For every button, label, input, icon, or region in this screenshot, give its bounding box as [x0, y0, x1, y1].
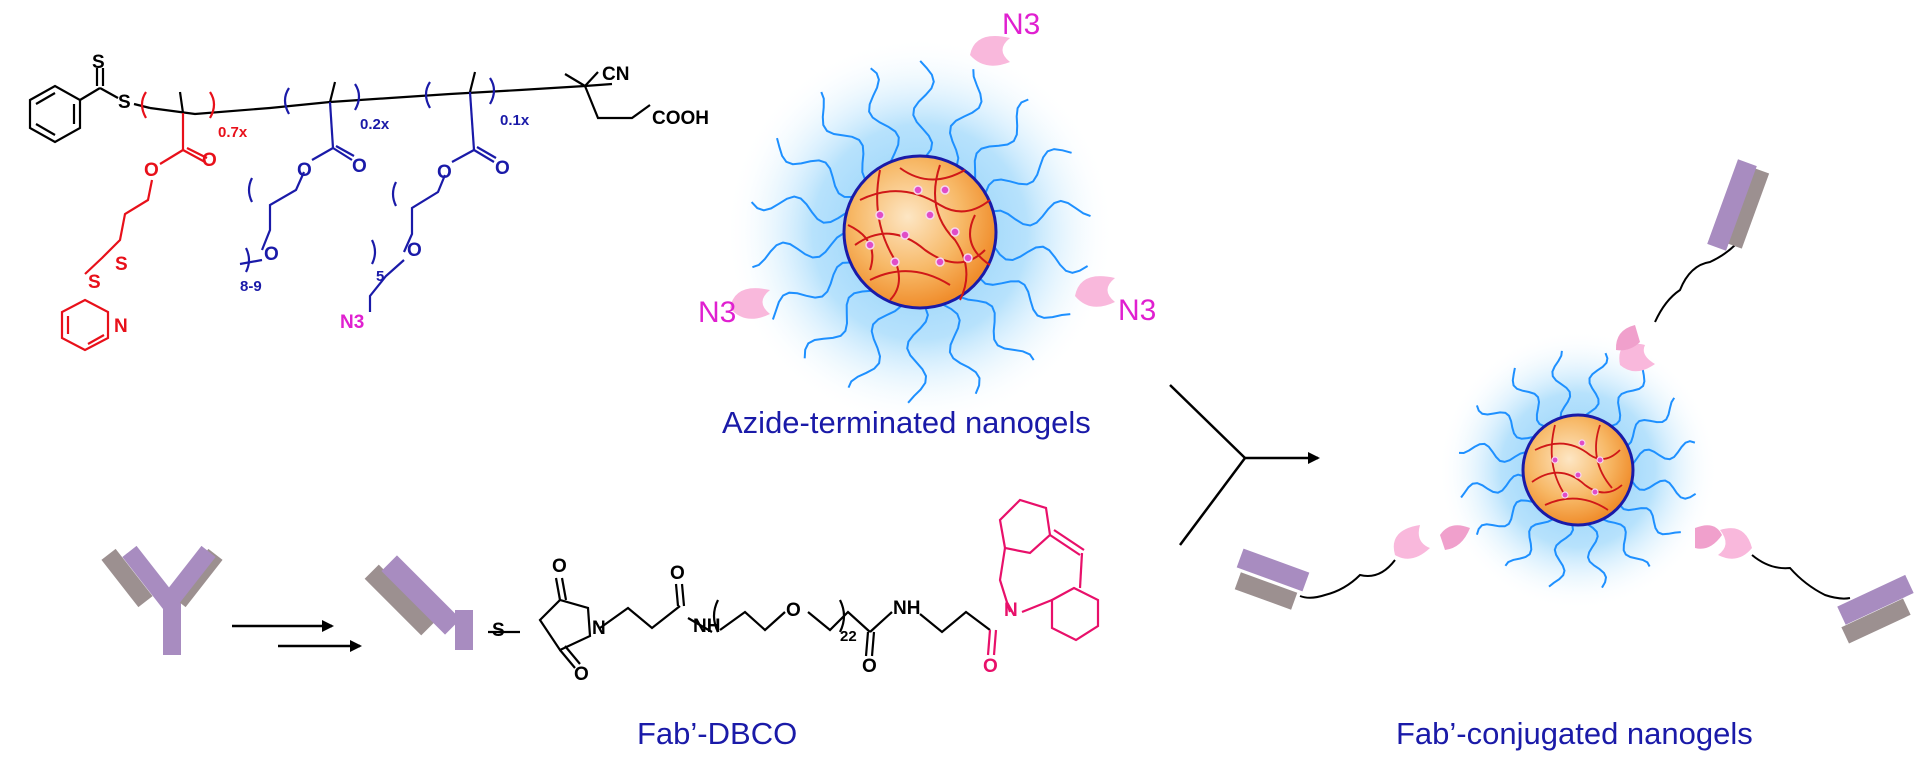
- amide-nh-1: NH: [693, 616, 721, 637]
- product-caption: Fab’-conjugated nanogels: [1396, 716, 1753, 751]
- conjugated-nanogel: [1234, 159, 1914, 644]
- imide-nitrogen: N: [592, 618, 606, 639]
- polymer-arm: [771, 261, 851, 320]
- azide-label-left: N3: [698, 296, 737, 329]
- azide-peg-repeat-label: 5: [376, 268, 385, 285]
- imide-oxygen-top: O: [552, 556, 567, 577]
- peg-repeat-22: 22: [840, 628, 857, 645]
- polymer-arm: [752, 232, 844, 269]
- azido-peg-ester: [368, 91, 497, 312]
- polymer-arm: [1626, 397, 1676, 447]
- amide-nh-2: NH: [893, 598, 921, 619]
- polymer-arm: [1458, 442, 1526, 463]
- carbonyl-oxygen-1: O: [202, 150, 217, 171]
- azide-label-right: N3: [1118, 294, 1157, 327]
- thioester-sulfur-label: S: [118, 92, 131, 113]
- ester-oxygen-1: O: [144, 160, 159, 181]
- azide-label-top: N3: [1002, 8, 1041, 41]
- conjugate-top: [1615, 159, 1770, 372]
- polymer-arm: [820, 91, 866, 180]
- polymer-arm: [984, 148, 1072, 194]
- dbco-group: [986, 498, 1100, 656]
- ester-oxygen-3: O: [437, 162, 452, 183]
- nanogel-core: [842, 154, 998, 310]
- amide-oxygen-1: O: [670, 563, 685, 584]
- drug-dots: [865, 185, 973, 267]
- polymer-azide-label: N3: [340, 312, 365, 333]
- polymer-arm: [942, 303, 981, 395]
- azide-peg-ether-oxygen: O: [407, 240, 422, 261]
- polymer-arm: [1504, 518, 1554, 567]
- disulfide-sulfur-2: S: [88, 272, 101, 293]
- antibody-icon: [101, 545, 223, 655]
- polymer-arm: [1475, 499, 1534, 536]
- polymer-arm: [1475, 405, 1535, 440]
- fraction-azide-label: 0.1x: [500, 112, 530, 129]
- crosslinks: [847, 164, 991, 301]
- peg-repeat-label: 8-9: [240, 278, 262, 295]
- product-arms: [1458, 350, 1697, 589]
- polymer-structure: [28, 68, 651, 144]
- polymer-arm: [1511, 367, 1545, 428]
- fab-linker: [488, 577, 991, 669]
- polymer-arm: [979, 278, 1071, 319]
- amide-oxygen-2: O: [862, 656, 877, 677]
- imide-oxygen-bottom: O: [574, 664, 589, 685]
- fab-dbco-caption: Fab’-DBCO: [637, 716, 798, 751]
- peg-ester: [239, 101, 355, 273]
- polymer-arm: [750, 195, 847, 224]
- polymer-arm: [847, 305, 902, 389]
- conjugate-right: [1695, 525, 1914, 644]
- thioether-sulfur-label: S: [492, 620, 505, 641]
- two-step-arrows: [232, 620, 362, 652]
- polymer-arm: [1619, 504, 1681, 536]
- polymer-arm: [1631, 479, 1697, 500]
- fraction-peg-label: 0.2x: [360, 116, 390, 133]
- polymer-arm: [1548, 524, 1575, 588]
- ester-oxygen-2: O: [297, 160, 312, 181]
- polymer-arm: [1610, 368, 1646, 427]
- peg-ether-oxygen: O: [264, 244, 279, 265]
- dbco-nitrogen: N: [1004, 600, 1018, 621]
- reaction-arrow: [1169, 384, 1320, 546]
- polymer-arm: [1584, 352, 1609, 417]
- polymer-arm: [868, 67, 900, 163]
- polymer-arm: [973, 98, 1029, 180]
- azide-nanogel: [725, 36, 1115, 427]
- disulfide-sulfur-1: S: [115, 254, 128, 275]
- thione-sulfur-label: S: [92, 52, 105, 73]
- benzene-ring: [28, 84, 82, 144]
- pyridine-ring: [60, 298, 110, 352]
- polymer-arm: [993, 245, 1089, 274]
- conjugate-left: [1234, 525, 1470, 610]
- polymer-arm: [1602, 518, 1651, 567]
- polymer-arm: [912, 60, 935, 157]
- polymer-arm: [803, 289, 872, 359]
- polymer-arm: [1551, 350, 1572, 418]
- carboxyl-label: COOH: [652, 108, 709, 129]
- polymer-arm: [1586, 523, 1608, 589]
- carbonyl-oxygen-2: O: [352, 156, 367, 177]
- carbonyl-oxygen-3: O: [495, 158, 510, 179]
- nanogel-caption: Azide-terminated nanogels: [722, 405, 1091, 440]
- dbco-oxygen: O: [983, 656, 998, 677]
- peg-oxygen: O: [786, 600, 801, 621]
- fraction-ester-label: 0.7x: [218, 124, 248, 141]
- polymer-arm: [1632, 440, 1696, 465]
- azide-caps: [730, 36, 1115, 319]
- polymer-arm: [906, 307, 929, 404]
- polymer-arm: [959, 296, 1035, 361]
- pyridyl-disulfide-ester: [60, 113, 208, 352]
- polymer-arm: [948, 69, 983, 166]
- polymer-arm: [1460, 473, 1524, 499]
- polymer-arm: [993, 199, 1091, 227]
- polymer-arm: [776, 137, 853, 198]
- pyridine-nitrogen: N: [114, 316, 128, 337]
- cyano-label: CN: [602, 64, 630, 85]
- fab-fragment: [364, 555, 473, 650]
- nanogel-arms: [750, 60, 1091, 404]
- product-core: [1521, 413, 1635, 527]
